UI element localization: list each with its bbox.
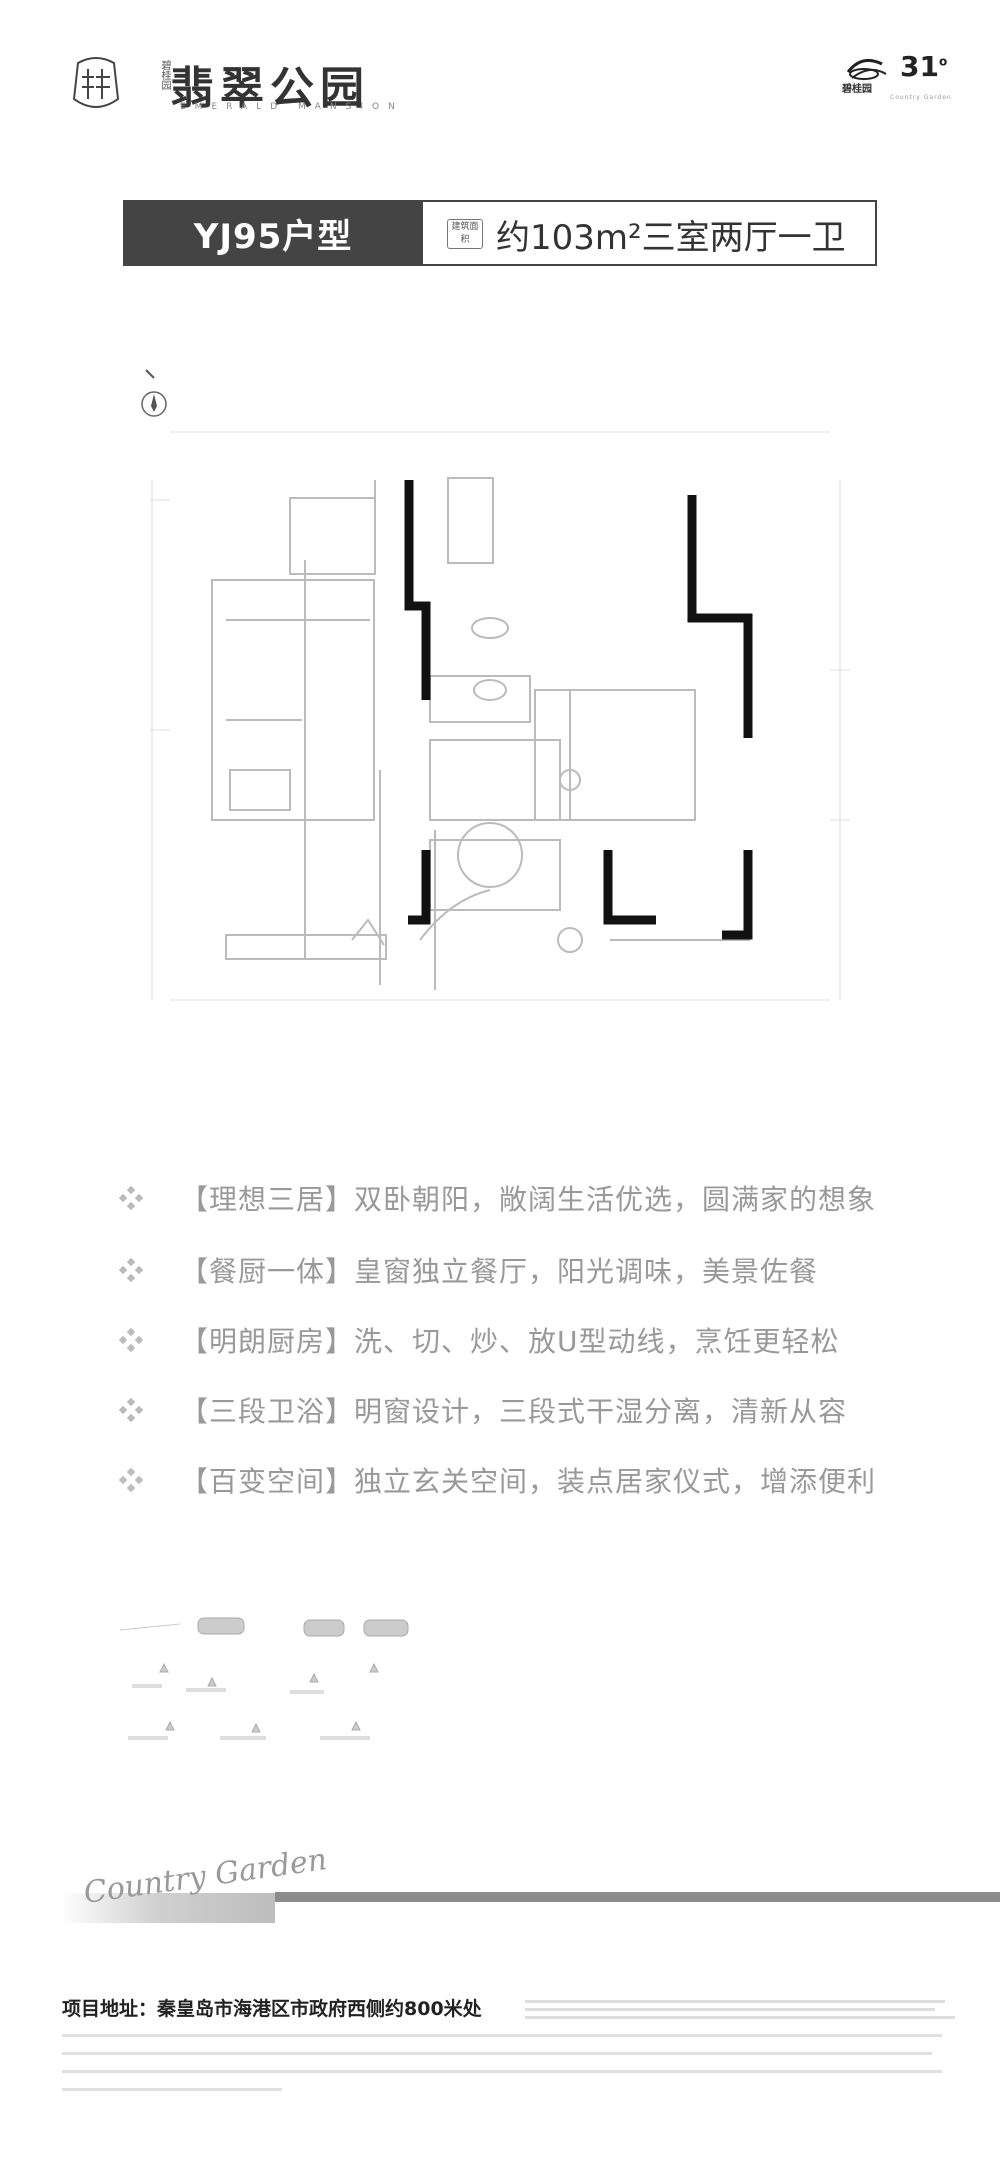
diamond-bullet-icon: [118, 1397, 144, 1423]
brand-subtitle: EMERALD MANSION: [180, 102, 404, 112]
corp-subtitle: Country Garden: [890, 94, 952, 101]
feature-text: 【餐厨一体】皇窗独立餐厅，阳光调味，美景佐餐: [180, 1255, 819, 1288]
compass-icon: [141, 369, 167, 417]
feature-text: 【三段卫浴】明窗设计，三段式干湿分离，清新从容: [180, 1395, 848, 1428]
diamond-bullet-icon: [118, 1327, 144, 1353]
fine-print-block: [62, 2034, 942, 2091]
corp-number: 31o: [900, 50, 948, 83]
brand-title: 翡翠公园: [170, 63, 370, 114]
feature-item: 【餐厨一体】皇窗独立餐厅，阳光调味，美景佐餐: [118, 1250, 918, 1290]
corp-name: 碧桂园: [842, 84, 872, 95]
decorative-line: [275, 1892, 1000, 1902]
feature-item: 【三段卫浴】明窗设计，三段式干湿分离，清新从容: [118, 1390, 918, 1430]
corporate-logo-icon: [846, 58, 887, 80]
feature-text: 【明朗厨房】洗、切、炒、放U型动线，烹饪更轻松: [180, 1325, 840, 1358]
decorative-band: [60, 1893, 275, 1923]
fine-print-block: [525, 2000, 955, 2019]
area-description: 约103m²三室两厅一卫: [496, 218, 846, 258]
floor-plan-drawing: [141, 369, 850, 1001]
feature-item: 【百变空间】独立玄关空间，装点居家仪式，增添便利: [118, 1460, 918, 1500]
feature-text: 【百变空间】独立玄关空间，装点居家仪式，增添便利: [180, 1465, 877, 1498]
feature-text: 【理想三居】双卧朝阳，敞阔生活优选，圆满家的想象: [180, 1183, 877, 1216]
project-address: 项目地址：秦皇岛市海港区市政府西侧约800米处: [62, 1998, 482, 2020]
unit-type-title: YJ95户型: [123, 200, 423, 266]
feature-item: 【明朗厨房】洗、切、炒、放U型动线，烹饪更轻松: [118, 1320, 918, 1360]
feature-item: 【理想三居】双卧朝阳，敞阔生活优选，圆满家的想象: [118, 1178, 918, 1218]
diamond-bullet-icon: [118, 1185, 144, 1211]
brand-small-label: 碧桂园: [159, 60, 170, 90]
signature-script: Country Garden: [81, 1842, 330, 1911]
diamond-bullet-icon: [118, 1467, 144, 1493]
project-logo-icon: [72, 57, 120, 108]
area-badge: 建筑面积: [447, 219, 483, 249]
diamond-bullet-icon: [118, 1257, 144, 1283]
amenities-illustration: [120, 1617, 409, 1740]
